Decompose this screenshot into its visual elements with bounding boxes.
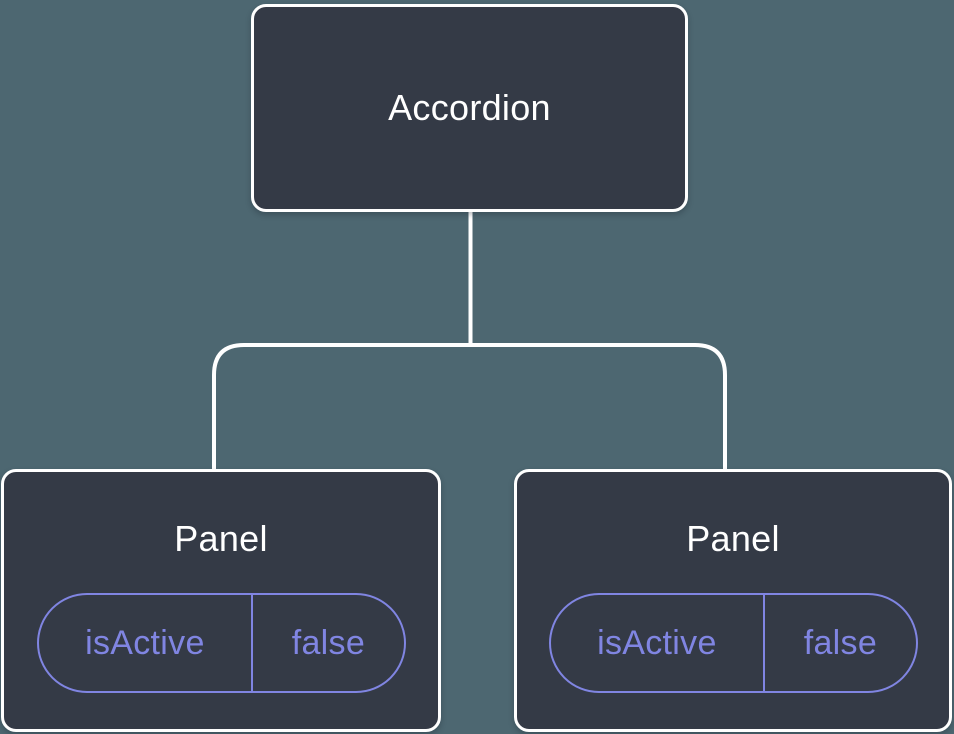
- node-panel-2-label: Panel: [686, 518, 780, 559]
- node-accordion-label: Accordion: [388, 87, 551, 128]
- state-pill: isActive false: [36, 593, 406, 693]
- node-panel-1-label: Panel: [174, 518, 268, 559]
- node-panel-1: Panel isActive false: [1, 469, 441, 732]
- state-value: false: [803, 623, 878, 662]
- node-panel-2: Panel isActive false: [514, 469, 952, 732]
- state-key: isActive: [551, 595, 766, 691]
- node-accordion: Accordion: [251, 4, 688, 212]
- state-pill: isActive false: [548, 593, 918, 693]
- state-key: isActive: [39, 595, 254, 691]
- connector-branch: [212, 343, 727, 470]
- state-value: false: [291, 623, 366, 662]
